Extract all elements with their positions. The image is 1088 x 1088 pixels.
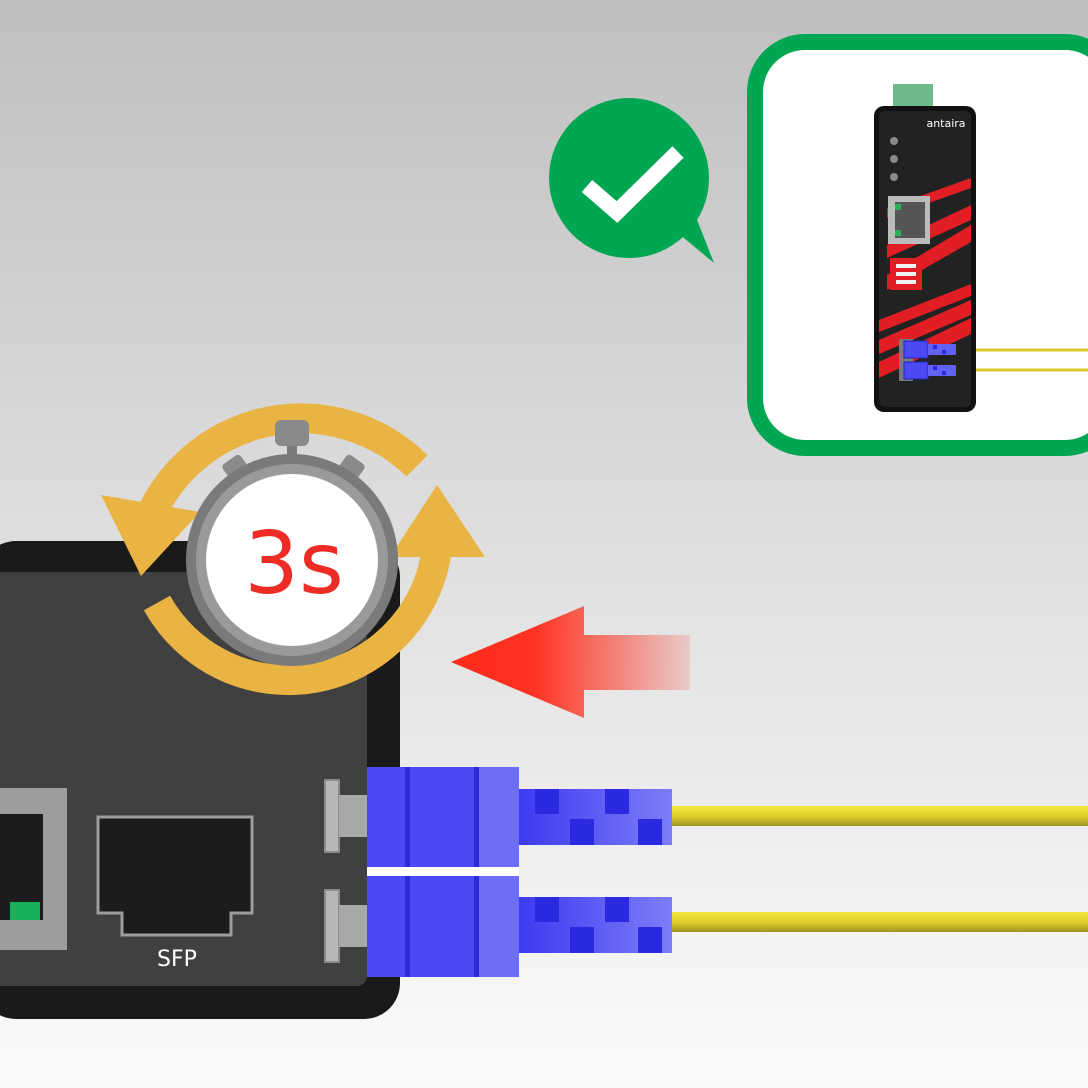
inset-panel: antaira (747, 34, 1088, 456)
inset-lc-connector (899, 339, 956, 381)
fiber-cable-top (670, 806, 1088, 826)
led-indicator (890, 155, 898, 163)
checkmark-icon (549, 98, 714, 263)
inset-media-converter: antaira (874, 84, 976, 412)
brand-logo: antaira (926, 117, 965, 130)
inset-rj45-port (888, 196, 930, 244)
rj45-port (0, 788, 67, 950)
power-terminal (893, 84, 933, 108)
arrow-left-icon (451, 606, 690, 718)
timer-label: 3s (244, 514, 344, 614)
dip-switch (890, 258, 922, 290)
sfp-port: SFP (96, 815, 254, 972)
stopwatch-icon: 3s (186, 420, 398, 666)
led-indicator (890, 173, 898, 181)
lc-connector-top (367, 767, 672, 867)
rotate-arrows-icon (101, 403, 485, 696)
media-converter-device: SFP (0, 541, 400, 1019)
led-indicator (890, 137, 898, 145)
fiber-cable-bottom (670, 912, 1088, 932)
lc-duplex-connector (324, 767, 1088, 977)
lc-connector-bottom (367, 876, 672, 977)
sfp-port-label: SFP (157, 947, 197, 972)
